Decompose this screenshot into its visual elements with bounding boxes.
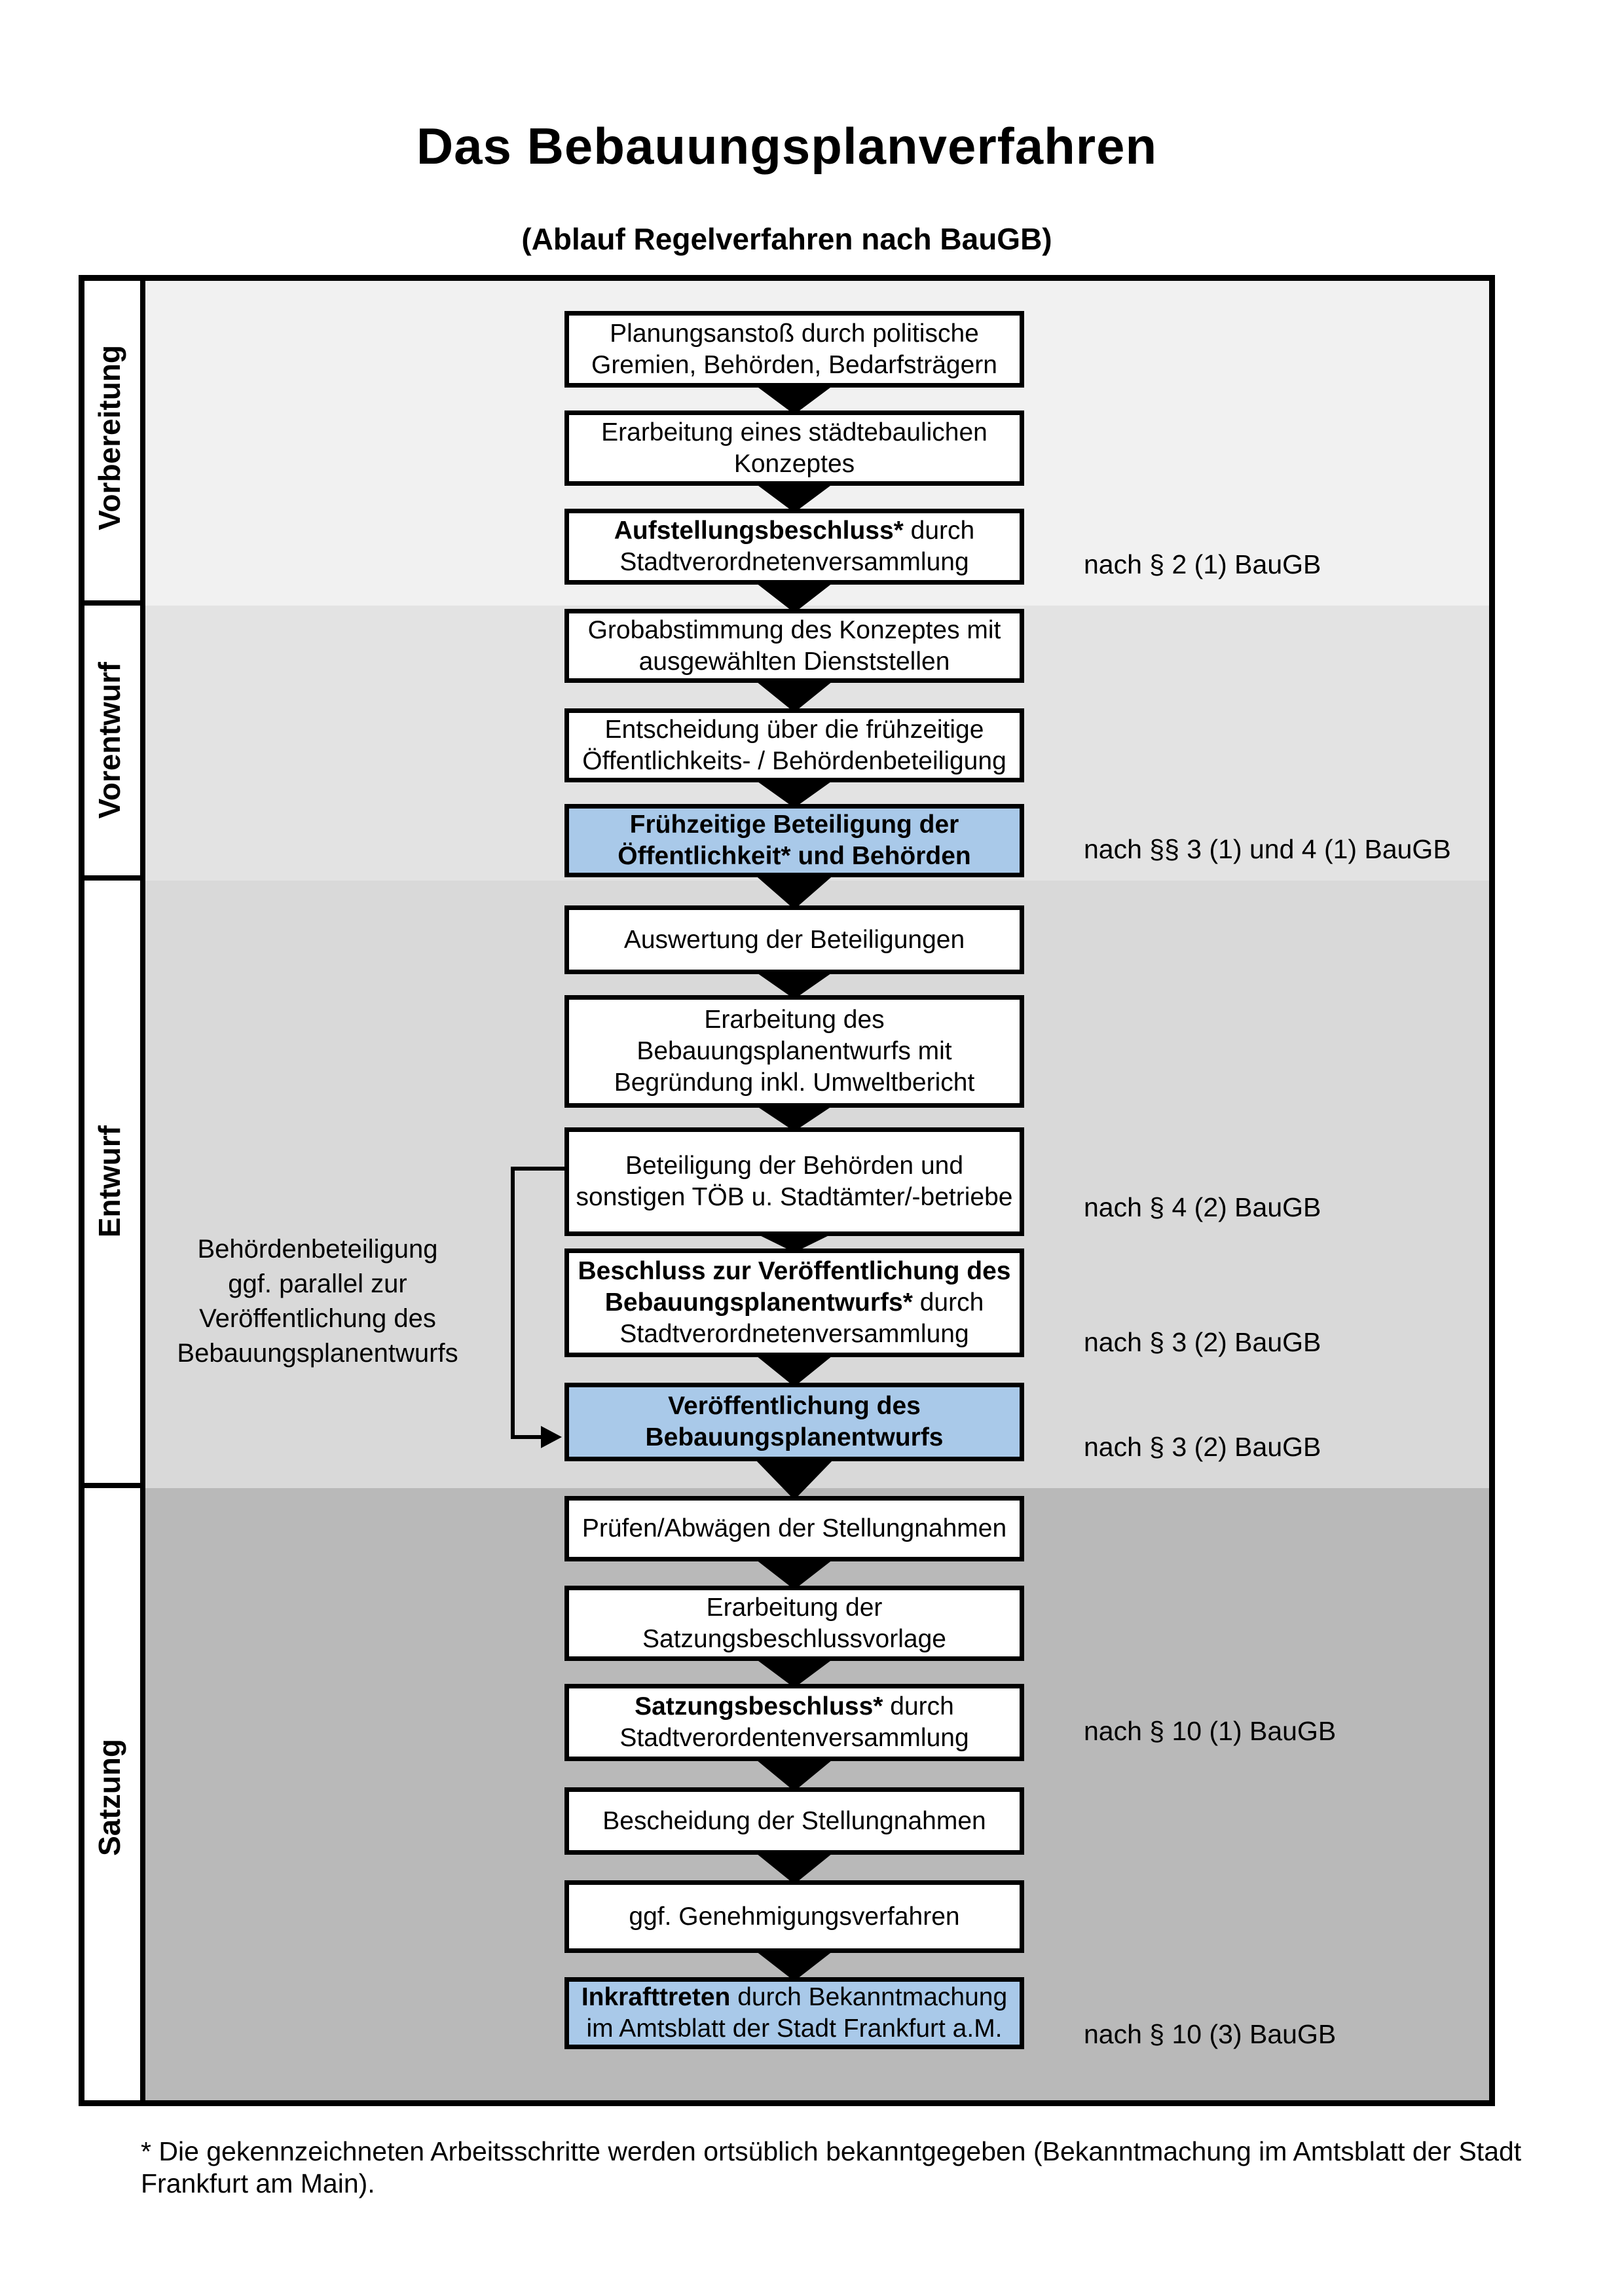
phase-label-vorentwurf: Vorentwurf [79,606,145,881]
connector-arrowhead-icon [541,1426,562,1448]
flow-arrow-down-icon [753,581,836,613]
phase-label-text: Entwurf [92,1125,126,1238]
flow-arrow-down-icon [753,679,836,712]
phase-label-text: Satzung [92,1738,126,1856]
flow-box-pruefen-abwaegen: Prüfen/Abwägen der Stellungnahmen [564,1496,1024,1561]
flow-box-line: Inkrafttreten durch Bekanntmachung [581,1983,1008,2011]
phase-label-vorbereitung: Vorbereitung [79,275,145,606]
flow-box-line: Veröffentlichung des [668,1392,921,1420]
flow-arrow-down-icon [753,873,836,909]
footnote: * Die gekennzeichneten Arbeitsschritte w… [141,2136,1549,2200]
flow-box-grobabstimmung: Grobabstimmung des Konzeptes mit ausgewäh… [564,609,1024,683]
flow-box-line: Erarbeitung der [706,1593,883,1622]
phase-label-entwurf: Entwurf [79,881,145,1488]
side-note-line: Bebauungsplanentwurfs [177,1339,458,1368]
connector-line-bottom [515,1435,544,1439]
flow-arrow-down-icon [753,1457,836,1500]
flow-box-line: Satzungsbeschlussvorlage [642,1624,946,1653]
page-subtitle: (Ablauf Regelverfahren nach BauGB) [521,222,1052,256]
flow-box-line: Satzungsbeschluss* durch [635,1692,954,1721]
footnote-line-2: Frankfurt am Main). [141,2168,375,2198]
flow-arrow-down-icon [753,384,836,414]
flow-box-line: Bebauungsplanentwurfs [645,1423,944,1451]
law-annotation-veroeffentlichung-entwurf: nach § 3 (2) BauGB [1084,1432,1321,1462]
flow-box-line: Aufstellungsbeschluss* durch [614,517,975,545]
flow-box-line: Konzeptes [733,449,855,478]
flow-arrow-down-icon [753,1558,836,1590]
flow-box-line: Auswertung der Beteiligungen [623,925,965,954]
phase-label-text: Vorbereitung [92,345,126,530]
flow-box-inkrafttreten: Inkrafttreten durch Bekanntmachung im Amt… [564,1977,1024,2049]
flow-box-line: ausgewählten Dienststellen [638,647,950,676]
law-annotation-beschluss-veroeffentlichung: nach § 3 (2) BauGB [1084,1327,1321,1357]
side-note-line: ggf. parallel zur [228,1269,407,1298]
flow-box-line: Frühzeitige Beteiligung der [629,811,959,839]
law-annotation-aufstellungsbeschluss: nach § 2 (1) BauGB [1084,549,1321,579]
flow-arrow-down-icon [753,1949,836,1981]
flow-box-line: Erarbeitung eines städtebaulichen [601,418,987,446]
flow-box-line: Planungsanstoß durch politische [610,319,979,348]
flow-box-line: Stadtverordnetenversammlung [619,548,969,576]
flow-arrow-down-icon [753,1851,836,1884]
flow-box-line: Gremien, Behörden, Bedarfsträgern [591,350,997,379]
flow-arrow-down-icon [753,1104,836,1131]
phase-label-satzung: Satzung [79,1488,145,2106]
side-note-line: Behördenbeteiligung [197,1235,438,1264]
flow-box-line: Stadtverordnetenversammlung [619,1320,969,1348]
flow-box-line: Entscheidung über die frühzeitige [604,715,984,744]
flow-arrow-down-icon [753,1353,836,1387]
flow-box-line: Bescheidung der Stellungnahmen [602,1806,986,1835]
connector-line-top [511,1167,568,1171]
law-annotation-inkrafttreten: nach § 10 (3) BauGB [1084,2019,1337,2049]
flow-box-auswertung-beteiligungen: Auswertung der Beteiligungen [564,905,1024,974]
flow-box-line: im Amtsblatt der Stadt Frankfurt a.M. [586,2014,1003,2043]
flow-box-line: Öffentlichkeits- / Behördenbeteiligung [582,746,1006,775]
flow-box-line: Beteiligung der Behörden und [625,1152,964,1180]
flow-box-line: Begründung inkl. Umweltbericht [614,1068,975,1097]
flow-box-line: Prüfen/Abwägen der Stellungnahmen [581,1514,1007,1542]
flow-box-line: Beschluss zur Veröffentlichung des [578,1257,1011,1285]
flow-arrow-down-icon [753,482,836,513]
flow-box-line: ggf. Genehmigungsverfahren [629,1902,960,1931]
flow-box-line: Bebauungsplanentwurfs* durch [604,1288,984,1317]
phase-label-text: Vorentwurf [92,662,126,819]
flow-box-genehmigungsverfahren: ggf. Genehmigungsverfahren [564,1880,1024,1953]
flow-box-line: Öffentlichkeit* und Behörden [618,842,971,870]
flow-arrow-down-icon [753,970,836,999]
flow-box-bescheidung-stellungnahmen: Bescheidung der Stellungnahmen [564,1787,1024,1855]
flow-box-line: Bebauungsplanentwurfs mit [637,1037,952,1065]
side-note-line: Veröffentlichung des [199,1304,436,1333]
flow-arrow-down-icon [753,778,836,808]
flow-box-line: sonstigen TÖB u. Stadtämter/-betriebe [576,1183,1013,1211]
page-title: Das Bebauungsplanverfahren [416,117,1158,175]
flow-arrow-down-icon [753,1757,836,1791]
flow-box-line: Grobabstimmung des Konzeptes mit [587,615,1001,644]
connector-line-vertical [511,1167,515,1439]
law-annotation-fruehzeitige-beteiligung: nach §§ 3 (1) und 4 (1) BauGB [1084,834,1451,864]
flow-box-beteiligung-behoerden: Beteiligung der Behörden und sonstigen TÖ… [564,1127,1024,1236]
flow-box-line: Stadtverordentenversammlung [619,1724,969,1752]
flow-arrow-down-icon [753,1657,836,1688]
law-annotation-satzungsbeschluss: nach § 10 (1) BauGB [1084,1716,1337,1746]
flow-box-line: Erarbeitung des [704,1006,885,1034]
footnote-line-1: * Die gekennzeichneten Arbeitsschritte w… [141,2136,1522,2166]
law-annotation-beteiligung-behoerden: nach § 4 (2) BauGB [1084,1192,1321,1222]
